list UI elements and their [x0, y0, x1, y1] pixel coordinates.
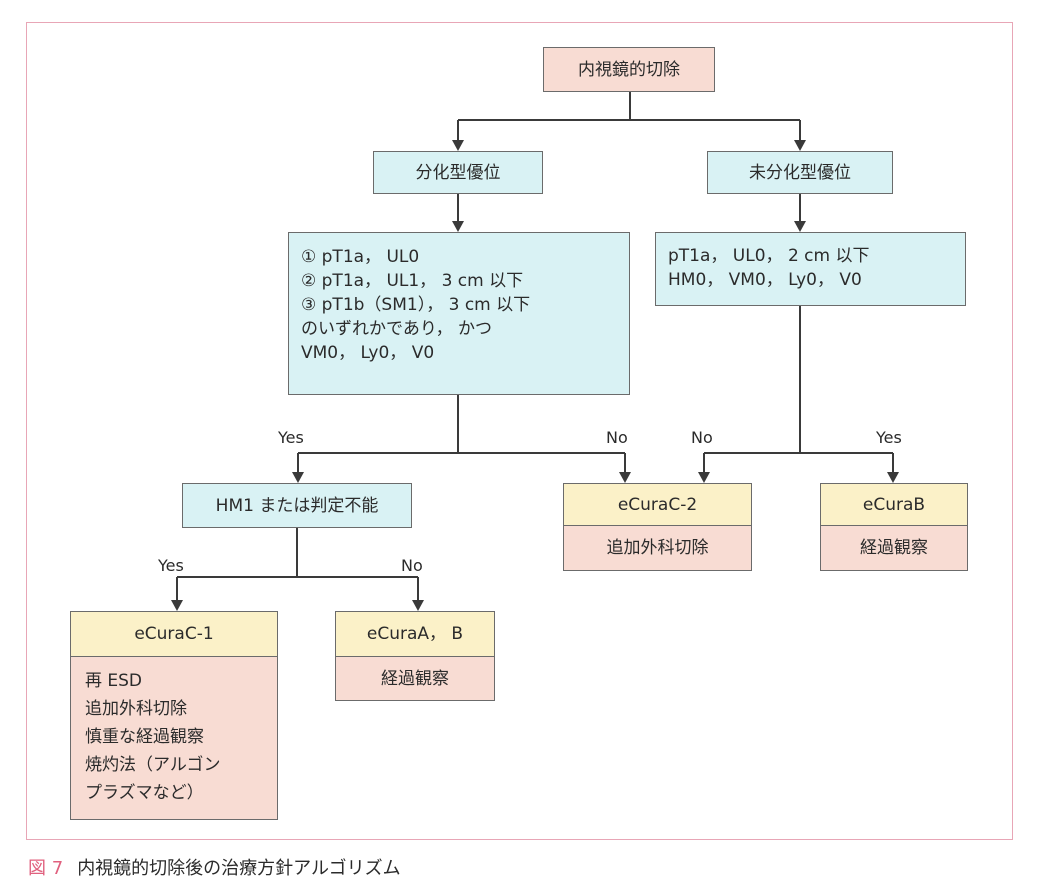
figure-caption: 図 7 内視鏡的切除後の治療方針アルゴリズム — [28, 854, 401, 880]
ecura-b-action-node: 経過観察 — [820, 525, 968, 571]
ecura-c2-title-node: eCuraC-2 — [563, 483, 752, 526]
undifferentiated-label: 未分化型優位 — [749, 162, 851, 183]
differentiated-criteria-node: ① pT1a， UL0 ② pT1a， UL1， 3 cm 以下 ③ pT1b（… — [288, 232, 630, 395]
action-line: 再 ESD — [85, 671, 143, 691]
undifferentiated-node: 未分化型優位 — [707, 151, 893, 194]
yes-label-left: Yes — [278, 428, 304, 447]
action-line: プラズマなど） — [85, 783, 204, 803]
no-label-lower: No — [401, 556, 423, 575]
ecura-ab-title: eCuraA， B — [366, 624, 464, 644]
figure-title: 内視鏡的切除後の治療方針アルゴリズム — [77, 858, 401, 879]
differentiated-label: 分化型優位 — [415, 162, 501, 183]
ecura-c1-title-node: eCuraC-1 — [70, 611, 278, 657]
no-label-mid-right: No — [691, 428, 713, 447]
criteria-line: HM0， VM0， Ly0， V0 — [668, 270, 862, 290]
action-line: 焼灼法（アルゴン — [85, 755, 221, 775]
ecura-b-title: eCuraB — [862, 494, 926, 515]
differentiated-node: 分化型優位 — [373, 151, 543, 194]
ecura-c1-title: eCuraC-1 — [134, 624, 214, 644]
ecura-b-action: 経過観察 — [860, 538, 928, 558]
ecura-ab-action-node: 経過観察 — [335, 656, 495, 701]
ecura-c2-action: 追加外科切除 — [606, 538, 709, 558]
hm-check-node: HM1 または判定不能 — [182, 483, 412, 528]
no-label-mid-left: No — [606, 428, 628, 447]
ecura-c2-title: eCuraC-2 — [617, 494, 698, 515]
criteria-line: VM0， Ly0， V0 — [301, 343, 435, 363]
action-line: 慎重な経過観察 — [85, 727, 204, 747]
criteria-line: ③ pT1b（SM1）， 3 cm 以下 — [301, 295, 531, 315]
ecura-ab-title-node: eCuraA， B — [335, 611, 495, 657]
criteria-line: のいずれかであり， かつ — [301, 319, 493, 339]
root-label: 内視鏡的切除 — [578, 59, 680, 80]
action-line: 追加外科切除 — [85, 699, 187, 719]
ecura-c2-action-node: 追加外科切除 — [563, 525, 752, 571]
figure-number: 図 7 — [28, 858, 64, 879]
ecura-b-title-node: eCuraB — [820, 483, 968, 526]
hm-check-label: HM1 または判定不能 — [215, 495, 379, 516]
root-node: 内視鏡的切除 — [543, 47, 715, 92]
criteria-line: ② pT1a， UL1， 3 cm 以下 — [301, 271, 524, 291]
yes-label-right: Yes — [876, 428, 902, 447]
criteria-line: pT1a， UL0， 2 cm 以下 — [668, 246, 870, 266]
undifferentiated-criteria-node: pT1a， UL0， 2 cm 以下 HM0， VM0， Ly0， V0 — [655, 232, 966, 306]
ecura-c1-actions-node: 再 ESD 追加外科切除 慎重な経過観察 焼灼法（アルゴン プラズマなど） — [70, 656, 278, 820]
ecura-ab-action: 経過観察 — [381, 668, 449, 689]
criteria-line: ① pT1a， UL0 — [301, 247, 420, 267]
yes-label-lower: Yes — [158, 556, 184, 575]
